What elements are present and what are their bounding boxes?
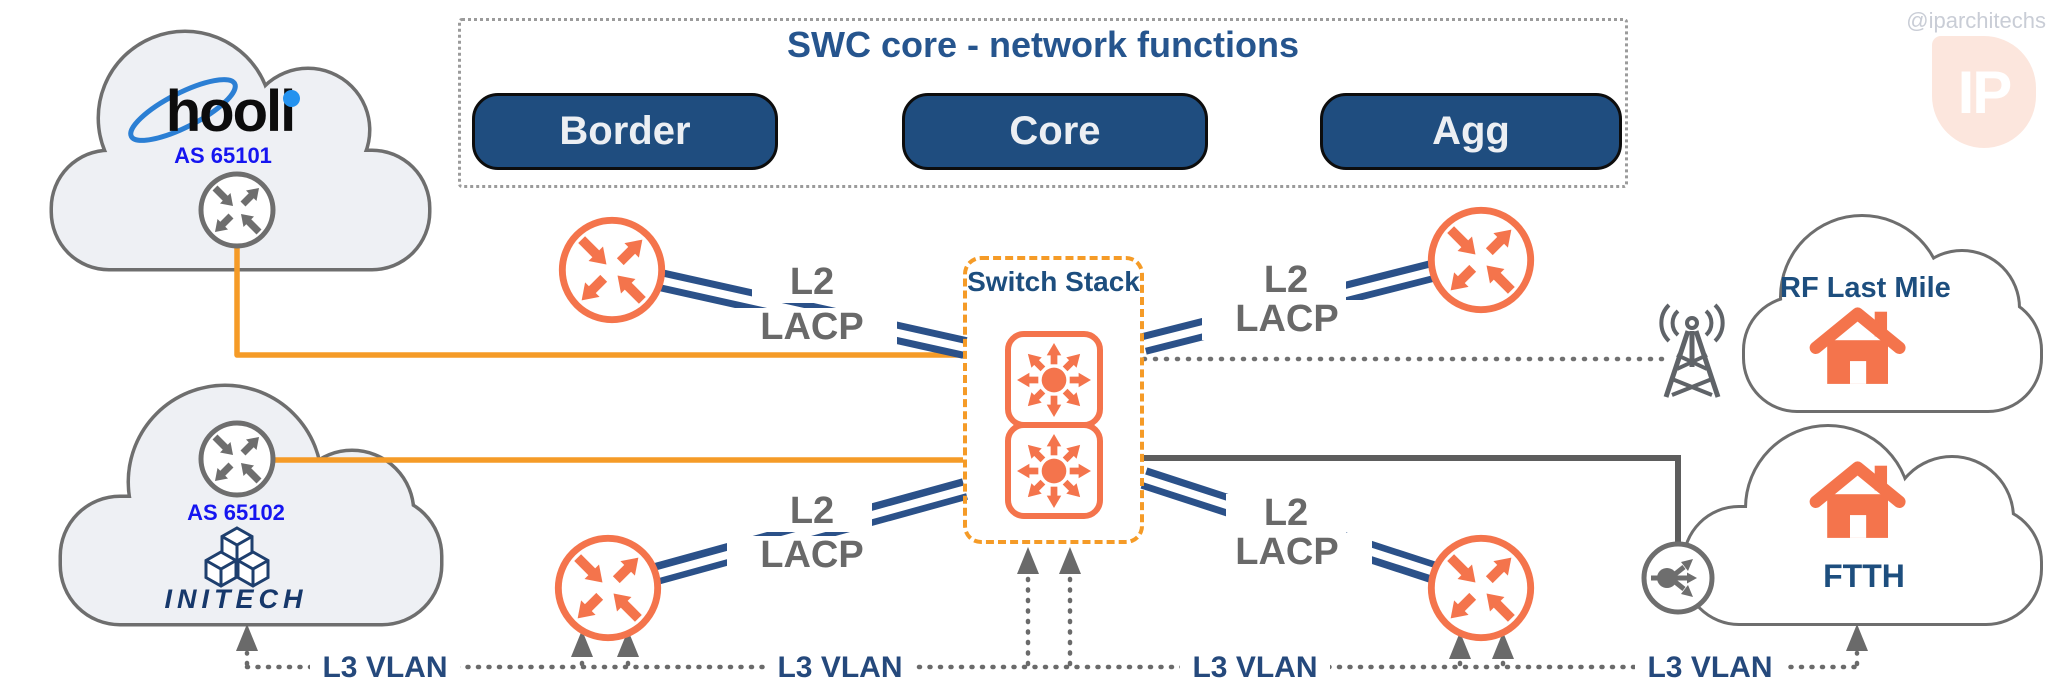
hooli-router-icon (201, 174, 273, 246)
edge-router-icon-bottom-left (558, 538, 657, 637)
hooli-asn: AS 65101 (174, 143, 272, 168)
hooli-uplink-line (234, 247, 963, 358)
swc-core-group-box (458, 18, 1628, 188)
l3-vlan-label-4: L3 VLAN (1635, 651, 1785, 685)
edge-router-icon-top-left (562, 220, 661, 319)
l2-label-top-right: L2 (1226, 260, 1346, 301)
rf-last-mile-label: RF Last Mile (1780, 272, 1951, 304)
agg-node: Agg (1320, 93, 1622, 170)
l3-vlan-label-3: L3 VLAN (1180, 651, 1330, 685)
initech-brand: INITECH (164, 584, 308, 614)
splitter-icon (1641, 541, 1715, 615)
hooli-idot-icon (283, 90, 300, 107)
l2-label-bottom-left: L2 (752, 491, 872, 532)
lacp-label-top-right: LACP (1202, 299, 1372, 340)
border-node: Border (472, 93, 778, 170)
watermark-handle: @iparchitechs (1906, 8, 2046, 33)
l2-label-top-left: L2 (752, 262, 872, 303)
radio-tower-icon (1659, 303, 1725, 398)
watermark-logo-icon: IP (1932, 36, 2036, 148)
lacp-label-bottom-left: LACP (727, 535, 897, 576)
initech-router-icon (201, 423, 273, 495)
stacked-switch-icons (1005, 331, 1103, 519)
initech-asn: AS 65102 (187, 500, 285, 525)
hooli-brand: hooli (165, 79, 297, 144)
rf-last-mile-cloud-shape (1745, 217, 2040, 410)
core-node: Core (902, 93, 1208, 170)
hooli-swoosh-icon (128, 77, 238, 143)
switch-stack-title: Switch Stack (967, 266, 1140, 297)
l3-vlan-dotted-line (244, 573, 1860, 670)
watermark-logo-text: IP (1957, 58, 2013, 126)
swc-core-title: SWC core - network functions (786, 24, 1300, 65)
ftth-label: FTTH (1823, 558, 1905, 594)
edge-router-icon-bottom-right (1431, 538, 1530, 637)
lacp-label-bottom-right: LACP (1202, 532, 1372, 573)
lacp-label-top-left: LACP (727, 307, 897, 348)
l2-label-bottom-right: L2 (1226, 493, 1346, 534)
l3-vlan-arrowheads (236, 547, 1868, 659)
switch-stack-box (963, 256, 1144, 544)
edge-router-icon-top-right (1431, 210, 1530, 309)
l3-vlan-label-1: L3 VLAN (310, 651, 460, 685)
initech-logo-icon (204, 526, 270, 588)
l3-vlan-label-2: L3 VLAN (765, 651, 915, 685)
ftth-link-line (1144, 455, 1681, 545)
